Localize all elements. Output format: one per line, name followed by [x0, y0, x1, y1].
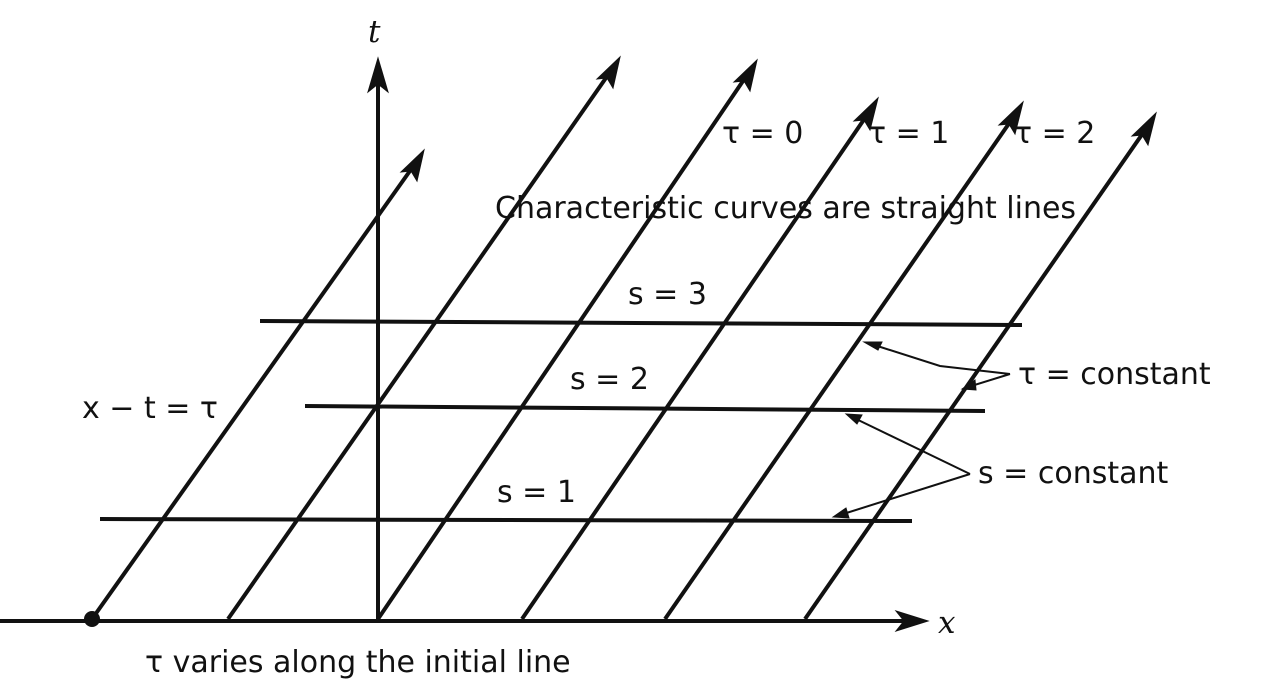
t-axis-label: t [368, 14, 381, 50]
characteristic-arrowhead-3 [732, 58, 758, 93]
characteristic-caption: Characteristic curves are straight lines [495, 191, 1076, 226]
characteristic-line-1 [90, 166, 414, 621]
characteristic-arrowhead-tau0 [852, 96, 879, 132]
tau-1-label: τ = 1 [868, 116, 949, 151]
x-minus-t-label: x − t = τ [82, 391, 218, 426]
s3-label: s = 3 [628, 277, 707, 312]
tau-0-label: τ = 0 [722, 116, 803, 151]
s-constant-arrowhead-lower [831, 507, 850, 519]
s-constant-pointer-lower [839, 473, 971, 516]
s2-label: s = 2 [570, 362, 649, 397]
tau-2-label: τ = 2 [1014, 116, 1095, 151]
characteristic-arrowhead-2 [595, 55, 621, 90]
initial-line-caption: τ varies along the initial line [145, 645, 571, 680]
x-axis-arrowhead [894, 610, 930, 632]
characteristic-line-2 [226, 73, 610, 621]
x-axis-label: x [938, 605, 956, 641]
characteristic-arrowhead-tau2 [1130, 111, 1157, 147]
line-s1 [99, 517, 913, 523]
tau-constant-pointer-upper [867, 342, 1011, 375]
tau-constant-label: τ = constant [1018, 357, 1211, 392]
line-s3 [259, 319, 1023, 327]
s1-label: s = 1 [497, 475, 576, 510]
characteristic-line-3 [376, 76, 747, 621]
characteristic-arrowhead-tau1 [997, 100, 1024, 136]
tau-constant-arrowhead-upper [862, 341, 883, 351]
line-s2 [304, 404, 986, 413]
t-axis-arrowhead [367, 56, 389, 94]
characteristic-line-tau2 [803, 131, 1145, 621]
s-constant-label: s = constant [978, 456, 1168, 491]
characteristic-line-tau1 [663, 120, 1012, 621]
s-constant-pointer-upper [851, 416, 971, 475]
s-constant-arrowhead-upper [844, 413, 863, 425]
tau-constant-arrowhead-lower [960, 379, 977, 391]
characteristic-arrowhead-1 [399, 148, 425, 183]
characteristic-line-tau0 [520, 116, 867, 621]
